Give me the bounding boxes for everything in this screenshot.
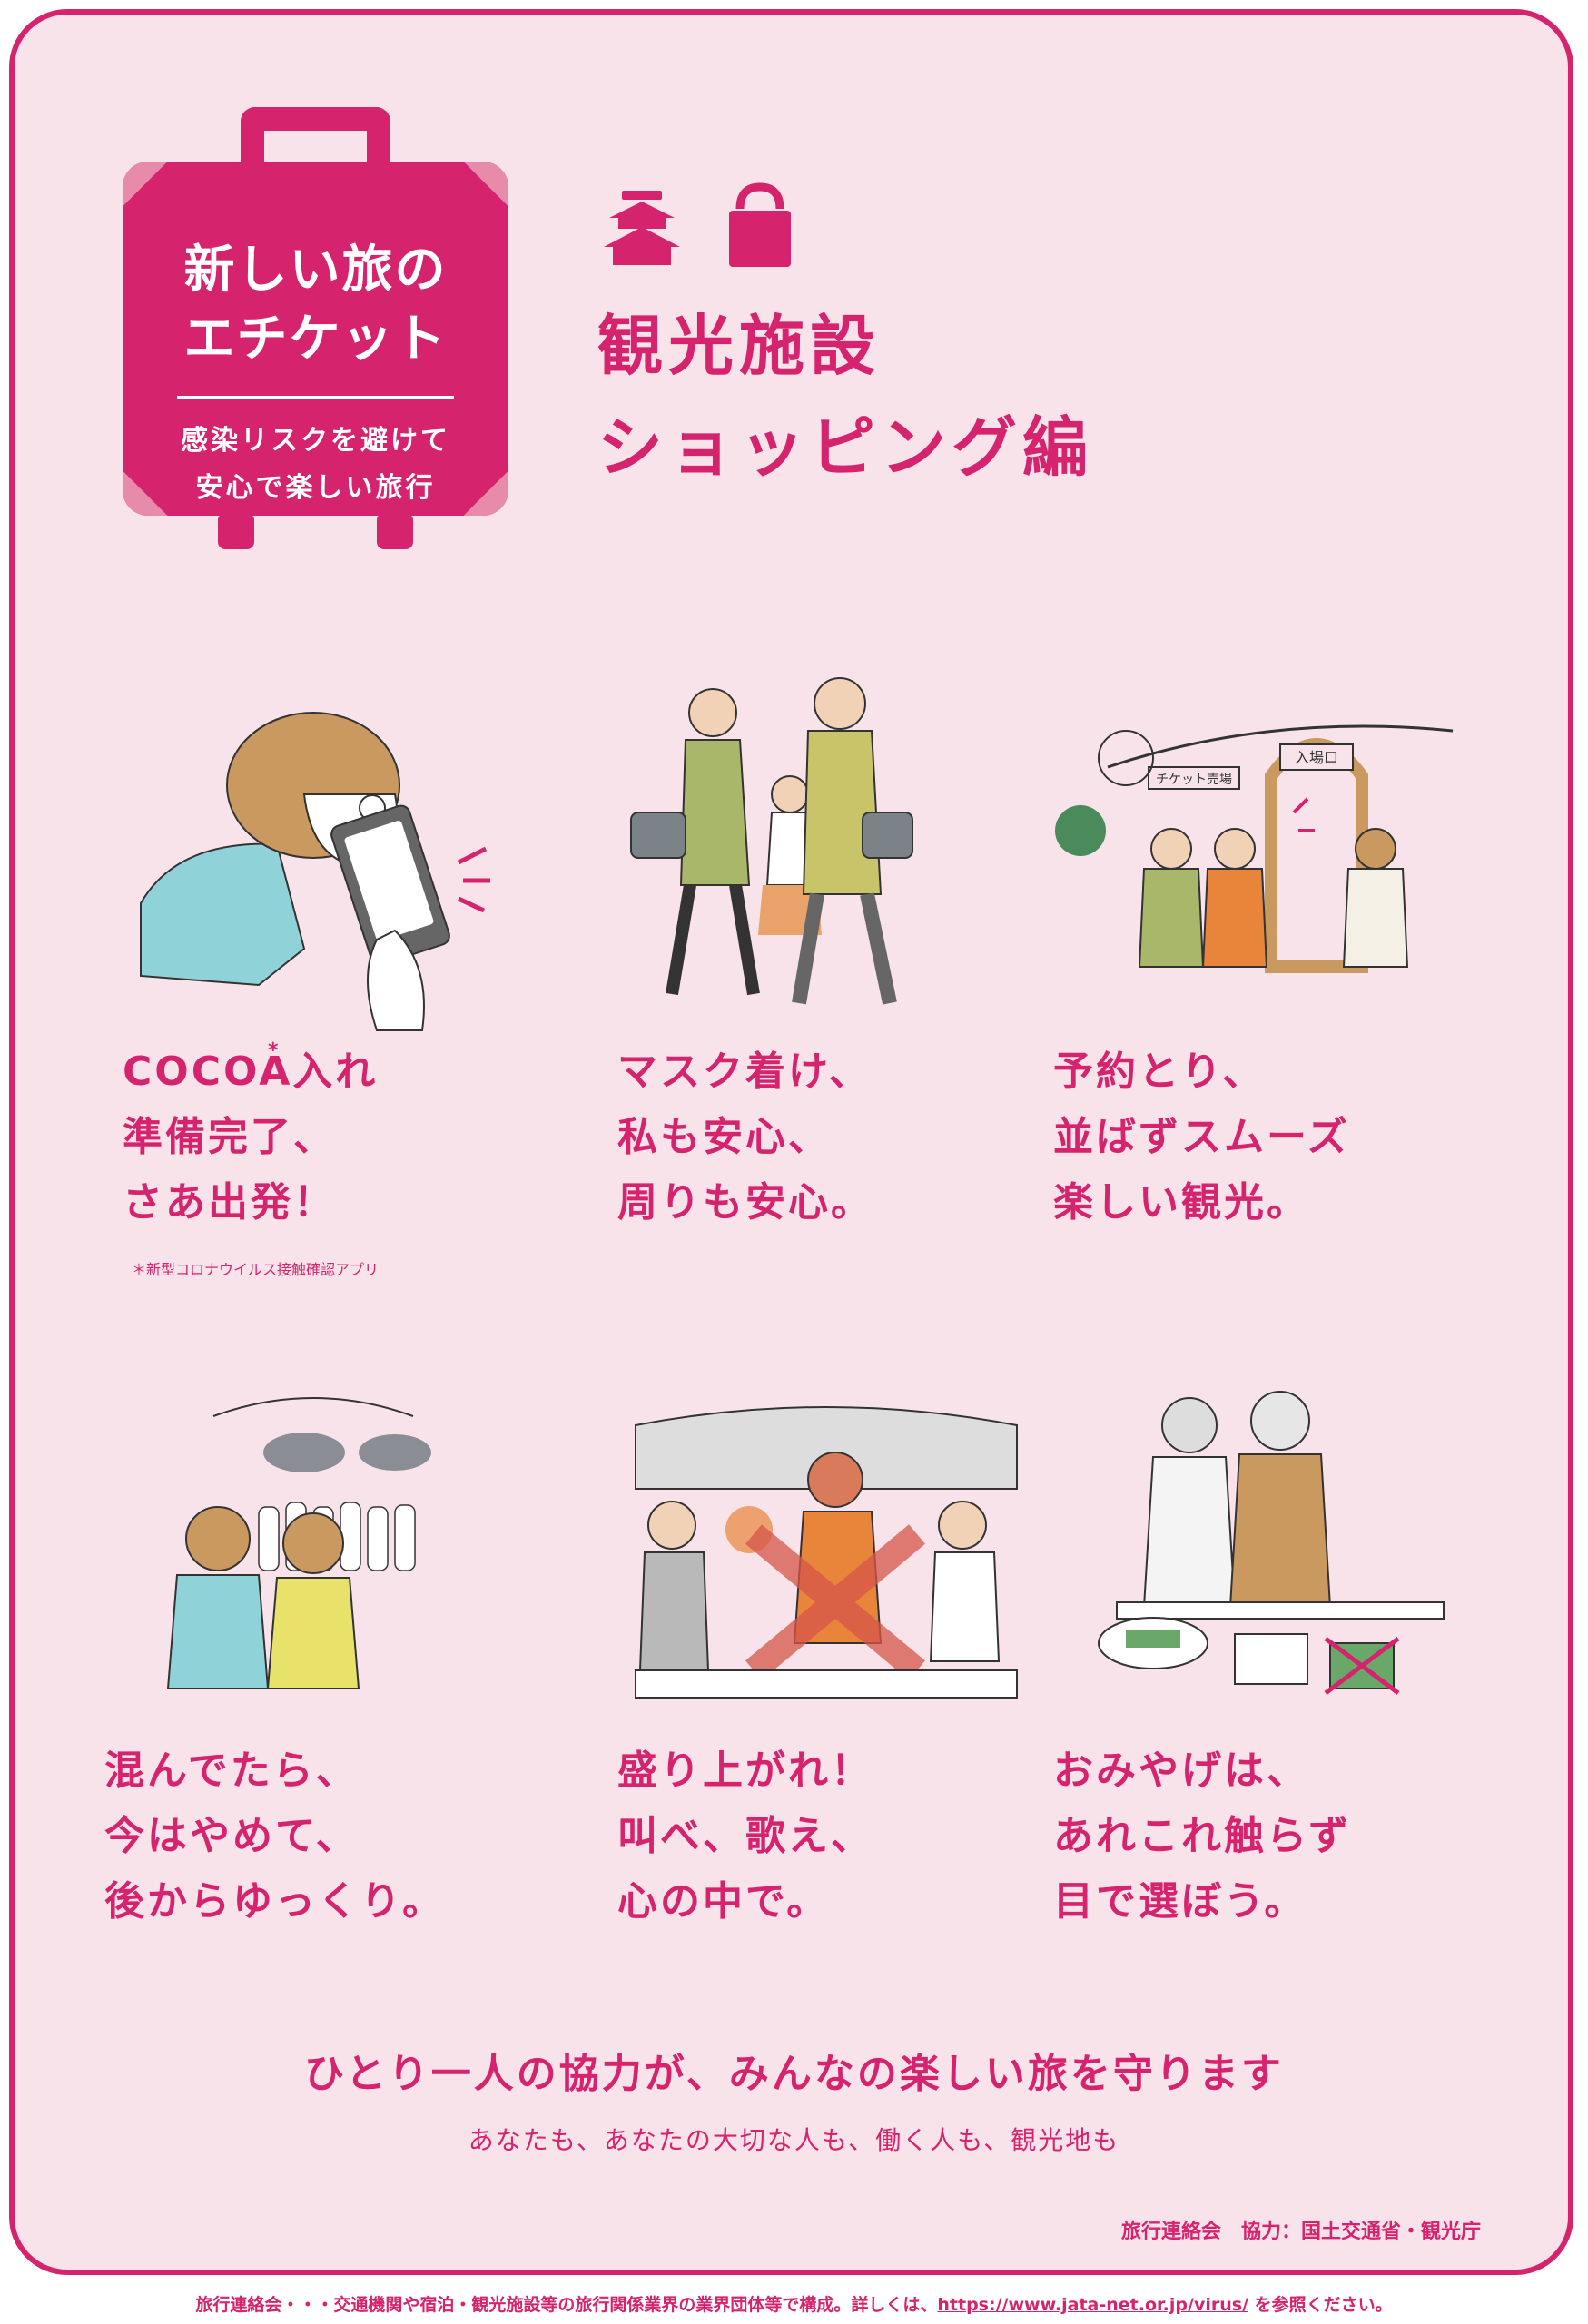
zoo-crowd-illustration bbox=[166, 1397, 431, 1689]
suitcase-wheel bbox=[218, 513, 254, 549]
sub-slogan: あなたも、あなたの大切な人も、働く人も、観光地も bbox=[468, 2125, 1120, 2155]
panel-caption: COCOA入れ 準備完了、 さあ出発！ bbox=[123, 1049, 379, 1226]
suitcase-badge: 新しい旅の エチケット 感染リスクを避けて 安心で楽しい旅行 bbox=[123, 100, 508, 572]
suitcase-body bbox=[123, 162, 508, 516]
badge-title: 新しい旅の エチケット bbox=[183, 241, 448, 369]
shopping-bag-icon bbox=[729, 182, 791, 267]
footer-suffix: を参照ください。 bbox=[1248, 2295, 1393, 2315]
castle-icon bbox=[604, 191, 680, 265]
slogan: ひとり一人の協力が、みんなの楽しい旅を守ります bbox=[304, 2051, 1284, 2097]
footer-link[interactable]: https://www.jata-net.or.jp/virus/ bbox=[937, 2295, 1248, 2315]
panel-caption: 予約とり、 並ばずスムーズ 楽しい観光。 bbox=[1053, 1049, 1350, 1226]
entrance-gate-illustration: 入場口 チケット売場 bbox=[1055, 724, 1454, 973]
suitcase-wheel bbox=[377, 513, 413, 549]
page-title: 観光施設 ショッピング編 bbox=[597, 308, 1094, 486]
footnote: ＊新型コロナウイルス接触確認アプリ bbox=[132, 1261, 380, 1278]
header-icons bbox=[604, 182, 791, 267]
svg-text:入場口: 入場口 bbox=[1295, 749, 1338, 766]
audience-illustration bbox=[635, 1406, 1018, 1699]
footnote-marker: * bbox=[268, 1039, 279, 1062]
souvenir-shoppers-illustration bbox=[1098, 1391, 1445, 1695]
badge-subtitle: 感染リスクを避けて 安心で楽しい旅行 bbox=[181, 425, 450, 504]
footer-note: 旅行連絡会・・・交通機関や宿泊・観光施設等の旅行関係業界の業界団体等で構成。詳し… bbox=[0, 2291, 1588, 2316]
panel-caption: マスク着け、 私も安心、 周りも安心。 bbox=[617, 1049, 873, 1226]
panel-caption: 盛り上がれ！ 叫べ、歌え、 心の中で。 bbox=[617, 1748, 873, 1925]
panel-caption: 混んでたら、 今はやめて、 後からゆっくり。 bbox=[104, 1748, 446, 1925]
svg-text:チケット売場: チケット売場 bbox=[1156, 773, 1232, 787]
credit: 旅行連絡会 協力：国土交通省・観光庁 bbox=[1120, 2221, 1481, 2243]
panel-caption: おみやげは、 あれこれ触らず 目で選ぼう。 bbox=[1053, 1748, 1352, 1925]
masked-walkers-illustration bbox=[630, 677, 913, 1005]
badge-divider bbox=[177, 396, 454, 399]
person-phone-illustration bbox=[140, 712, 490, 1031]
footer-prefix: 旅行連絡会・・・交通機関や宿泊・観光施設等の旅行関係業界の業界団体等で構成。詳し… bbox=[195, 2295, 938, 2315]
